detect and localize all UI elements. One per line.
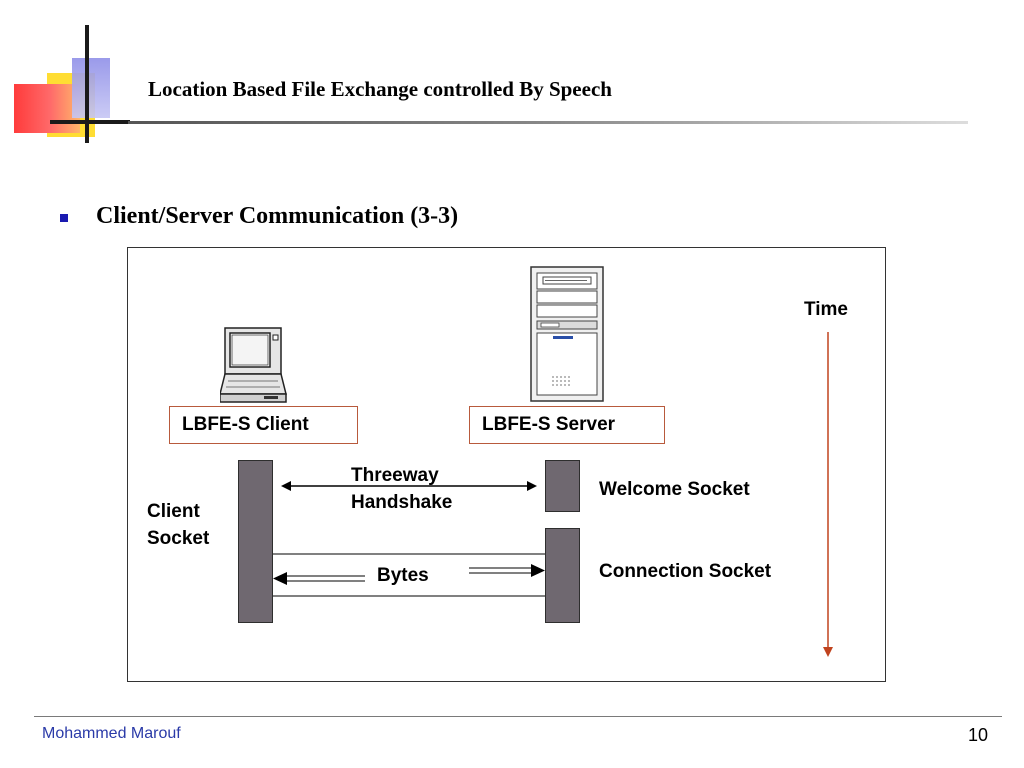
footer-author: Mohammed Marouf [42,725,181,742]
connection-pipe [273,553,545,597]
bullet-square [60,214,68,222]
server-label-box: LBFE-S Server [469,406,665,444]
time-label: Time [804,299,849,320]
connection-socket-block [545,528,580,623]
client-socket-column [238,460,273,623]
bytes-label: Bytes [377,565,429,586]
welcome-socket-block [545,460,580,512]
header-gradient-rule [128,121,968,124]
header-horizontal-rule [50,120,130,124]
client-socket-label-line1: Client [147,501,200,522]
server-icon [530,266,604,402]
client-socket-label-line2: Socket [147,528,210,549]
client-label-box: LBFE-S Client [169,406,358,444]
slide-subtitle: Client/Server Communication (3-3) [96,203,459,229]
header-vertical-rule [85,25,89,143]
slide-title: Location Based File Exchange controlled … [148,77,612,101]
page-number: 10 [968,725,989,745]
handshake-arrow [281,481,537,491]
diagram-frame [127,247,886,682]
handshake-label-line2: Handshake [351,492,453,513]
handshake-label-line1: Threeway [351,465,439,486]
time-arrow [823,332,833,657]
connection-socket-label: Connection Socket [599,561,772,582]
header-decoration-blue [72,58,110,118]
welcome-socket-label: Welcome Socket [599,479,750,500]
header-decoration-red [14,84,80,133]
laptop-icon [220,327,287,403]
footer-rule [34,716,1002,717]
